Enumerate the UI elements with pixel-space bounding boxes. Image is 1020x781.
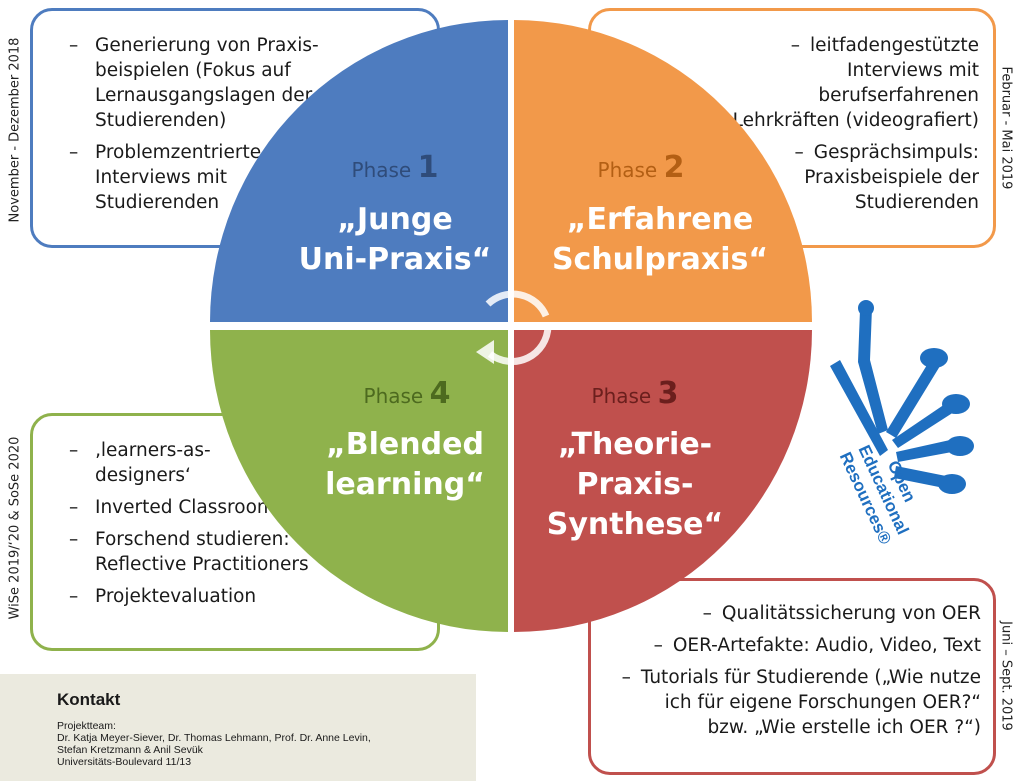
- phase2-item: –Gesprächsimpuls: Praxisbeispiele der St…: [794, 142, 979, 213]
- phase4-item: Forschend studieren: Reflective Practiti…: [69, 527, 365, 577]
- cycle-arrow-icon: [485, 290, 552, 365]
- phase3-title: „Theorie-Praxis-Synthese“: [546, 427, 724, 542]
- quadrant-phase1: [210, 20, 508, 322]
- phase1-item: Generierung von Praxis-beispielen (Fokus…: [69, 33, 345, 133]
- phase3-label: Phase 3: [591, 376, 679, 411]
- contact-line: Stefan Kretzmann & Anil Sevük: [57, 744, 203, 756]
- phase3-info-box: –Qualitätssicherung von OER –OER-Artefak…: [588, 578, 996, 775]
- phase3-item: –OER-Artefakte: Audio, Video, Text: [653, 635, 981, 656]
- oer-logo-icon: [830, 300, 974, 494]
- phase2-item: –leitfadengestützte Interviews mit beruf…: [732, 35, 979, 131]
- phase3-item: –Qualitätssicherung von OER: [702, 603, 981, 624]
- quadrant-phase4: [210, 330, 508, 632]
- phase4-item: Inverted Classroom: [69, 495, 355, 520]
- quadrant-phase3: [514, 330, 812, 632]
- phase4-item: ‚learners-as-designers‘: [69, 438, 245, 488]
- phase4-item: Projektevaluation: [69, 584, 355, 609]
- phase1-label: Phase 1: [351, 150, 439, 185]
- contact-line: Dr. Katja Meyer-Siever, Dr. Thomas Lehma…: [57, 732, 371, 744]
- phase3-item: –Tutorials für Studierende („Wie nutze i…: [621, 667, 981, 738]
- quadrant-phase2: [514, 20, 812, 322]
- phase2-label: Phase 2: [597, 150, 685, 185]
- contact-line: Projektteam:: [57, 720, 116, 732]
- contact-panel: Kontakt Projektteam: Dr. Katja Meyer-Sie…: [0, 674, 476, 781]
- contact-line: Universitäts-Boulevard 11/13: [57, 756, 192, 768]
- phase1-item: Problemzentrierte Interviews mit Studier…: [69, 140, 290, 215]
- cycle-arrowhead-icon: [476, 340, 494, 364]
- contact-title: Kontakt: [57, 690, 121, 709]
- phase4-label: Phase 4: [363, 376, 451, 411]
